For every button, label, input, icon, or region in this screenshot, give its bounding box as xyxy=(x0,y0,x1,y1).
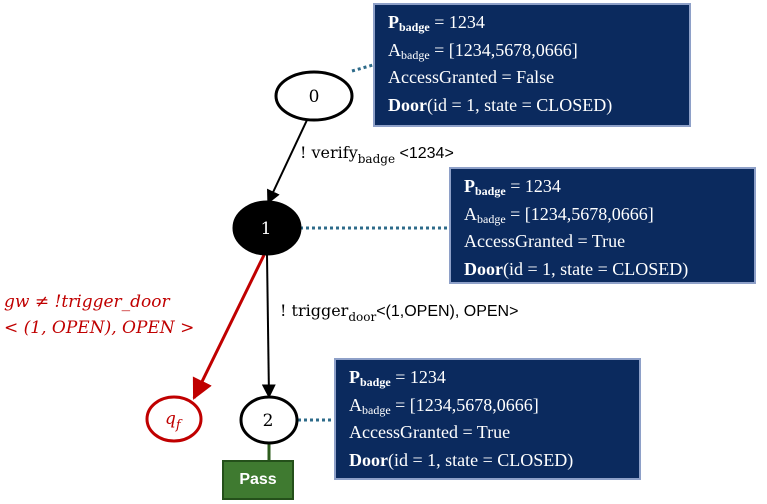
transition-1-2-prefix: ! trigger xyxy=(280,301,349,320)
a-badge-value: = [1234,5678,0666] xyxy=(429,39,578,60)
door-line: Door(id = 1, state = CLOSED) xyxy=(349,447,629,475)
door-value: (id = 1, state = CLOSED) xyxy=(503,258,689,279)
a-badge-label: A xyxy=(464,203,477,224)
state-1-variables-box: Pbadge = 1234 Abadge = [1234,5678,0666] … xyxy=(449,167,756,284)
door-label: Door xyxy=(349,449,388,470)
transition-1-2-suffix: <(1,OPEN), OPEN> xyxy=(376,303,518,320)
state-0-node[interactable]: 0 xyxy=(274,70,354,122)
a-badge-value: = [1234,5678,0666] xyxy=(390,394,539,415)
transition-1-2-label: ! triggerdoor<(1,OPEN), OPEN> xyxy=(280,301,518,324)
door-value: (id = 1, state = CLOSED) xyxy=(388,449,574,470)
a-badge-line: Abadge = [1234,5678,0666] xyxy=(349,392,629,420)
p-badge-value: = 1234 xyxy=(429,12,485,32)
a-badge-label: A xyxy=(349,394,362,415)
access-granted-line: AccessGranted = True xyxy=(464,231,626,251)
guard-line-1: gw ≠ !trigger_door xyxy=(4,292,171,312)
door-label: Door xyxy=(464,258,503,279)
p-badge-label: P xyxy=(464,176,475,196)
state-1-label: 1 xyxy=(261,219,272,239)
fail-state-base: q xyxy=(165,409,176,429)
fail-state-ellipse xyxy=(145,395,203,443)
door-value: (id = 1, state = CLOSED) xyxy=(427,94,613,115)
p-badge-label: P xyxy=(349,367,360,387)
transition-0-1-sub: badge xyxy=(358,152,395,166)
transition-1-fail-arrow xyxy=(192,254,266,400)
door-label: Door xyxy=(388,94,427,115)
state-1-node[interactable]: 1 xyxy=(232,200,302,256)
transition-0-1-arrow xyxy=(267,119,308,205)
transition-0-1-label: ! verifybadge <1234> xyxy=(300,143,454,166)
fail-state-label: qf xyxy=(165,409,183,433)
p-badge-line: Pbadge = 1234 xyxy=(464,173,744,201)
state-1-ellipse xyxy=(232,200,302,256)
p-badge-sub: badge xyxy=(360,375,391,389)
guard-line-2: < (1, OPEN), OPEN > xyxy=(4,318,194,338)
connector-state-0-box xyxy=(351,63,374,73)
transition-1-2-sub: door xyxy=(348,310,376,324)
fail-state-node[interactable]: qf xyxy=(145,395,203,443)
p-badge-value: = 1234 xyxy=(505,176,561,196)
transition-1-2-arrow xyxy=(261,254,276,399)
p-badge-line: Pbadge = 1234 xyxy=(388,9,679,37)
access-granted-line: AccessGranted = True xyxy=(349,422,511,442)
p-badge-value: = 1234 xyxy=(390,367,446,387)
state-2-ellipse xyxy=(239,395,299,445)
transition-0-1-suffix: <1234> xyxy=(395,145,454,162)
transition-0-1-prefix: ! verify xyxy=(300,143,358,162)
p-badge-label: P xyxy=(388,12,399,32)
state-0-label: 0 xyxy=(309,87,320,107)
a-badge-value: = [1234,5678,0666] xyxy=(505,203,654,224)
p-badge-sub: badge xyxy=(475,184,506,198)
door-line: Door(id = 1, state = CLOSED) xyxy=(388,92,679,120)
a-badge-sub: badge xyxy=(362,402,391,417)
a-badge-label: A xyxy=(388,39,401,60)
access-granted-line: AccessGranted = False xyxy=(388,67,555,87)
fail-state-sub: f xyxy=(175,418,183,433)
a-badge-line: Abadge = [1234,5678,0666] xyxy=(464,201,744,229)
state-0-ellipse xyxy=(274,70,354,122)
a-badge-sub: badge xyxy=(477,211,506,226)
verdict-pass-badge: Pass xyxy=(222,460,294,500)
a-badge-sub: badge xyxy=(401,47,430,62)
state-2-node[interactable]: 2 xyxy=(239,395,299,445)
door-line: Door(id = 1, state = CLOSED) xyxy=(464,256,744,284)
state-0-variables-box: Pbadge = 1234 Abadge = [1234,5678,0666] … xyxy=(373,3,691,127)
p-badge-sub: badge xyxy=(399,20,430,34)
p-badge-line: Pbadge = 1234 xyxy=(349,364,629,392)
a-badge-line: Abadge = [1234,5678,0666] xyxy=(388,37,679,65)
state-2-variables-box: Pbadge = 1234 Abadge = [1234,5678,0666] … xyxy=(334,358,641,480)
state-2-label: 2 xyxy=(263,411,274,431)
